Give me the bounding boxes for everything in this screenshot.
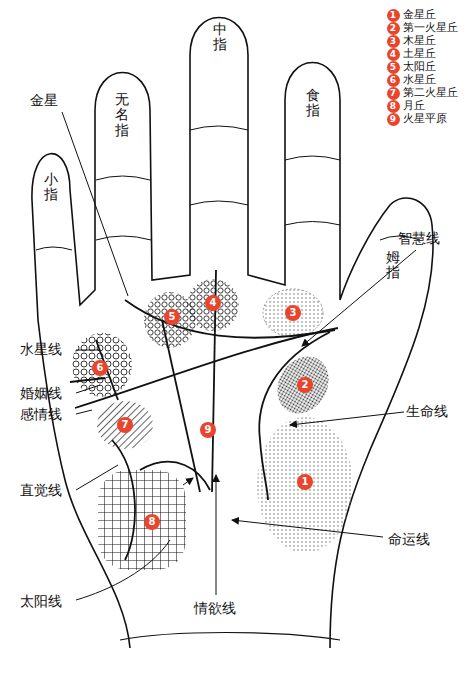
callout-number: 9	[200, 422, 216, 438]
legend-text: 木星丘	[403, 34, 436, 47]
callout-number: 9	[387, 113, 400, 126]
callout-number: 5	[387, 61, 400, 74]
finger-name: 无名指	[115, 92, 129, 138]
legend-text: 第一火星丘	[403, 21, 458, 34]
legend-text: 月丘	[403, 99, 425, 112]
line-label: 情欲线	[194, 600, 236, 617]
line-label: 水星线	[20, 341, 62, 358]
line-label: 感情线	[20, 406, 62, 423]
callout-number: 4	[387, 48, 400, 61]
callout-number: 4	[205, 295, 221, 311]
line-label: 智慧线	[398, 230, 440, 247]
legend-text: 金星丘	[403, 8, 436, 21]
callout-number: 6	[92, 360, 108, 376]
callout-number: 5	[164, 309, 180, 325]
callout-number: 8	[387, 100, 400, 113]
callout-number: 7	[387, 87, 400, 100]
line-label: 命运线	[388, 531, 430, 548]
legend-text: 土星丘	[403, 47, 436, 60]
callout-number: 1	[297, 474, 313, 490]
callout-number: 2	[387, 22, 400, 35]
legend-text: 火星平原	[403, 112, 447, 125]
finger-name: 小指	[44, 172, 58, 203]
line-label: 金星	[30, 92, 58, 109]
callout-number: 8	[144, 514, 160, 530]
line-label: 太阳线	[20, 593, 62, 610]
callout-number: 1	[387, 9, 400, 22]
line-label: 直觉线	[20, 482, 62, 499]
legend-text: 太阳丘	[403, 60, 436, 73]
callout-number: 3	[387, 35, 400, 48]
callout-number: 6	[387, 74, 400, 87]
callout-number: 2	[297, 377, 313, 393]
callout-number: 7	[117, 417, 133, 433]
line-label: 婚姻线	[20, 385, 62, 402]
legend-text: 水星丘	[403, 73, 436, 86]
line-label: 生命线	[406, 403, 448, 420]
legend-text: 第二火星丘	[403, 86, 458, 99]
finger-name: 食指	[306, 88, 320, 119]
finger-name: 姆指	[386, 250, 400, 281]
finger-name: 中指	[213, 22, 227, 53]
callout-number: 3	[285, 305, 301, 321]
